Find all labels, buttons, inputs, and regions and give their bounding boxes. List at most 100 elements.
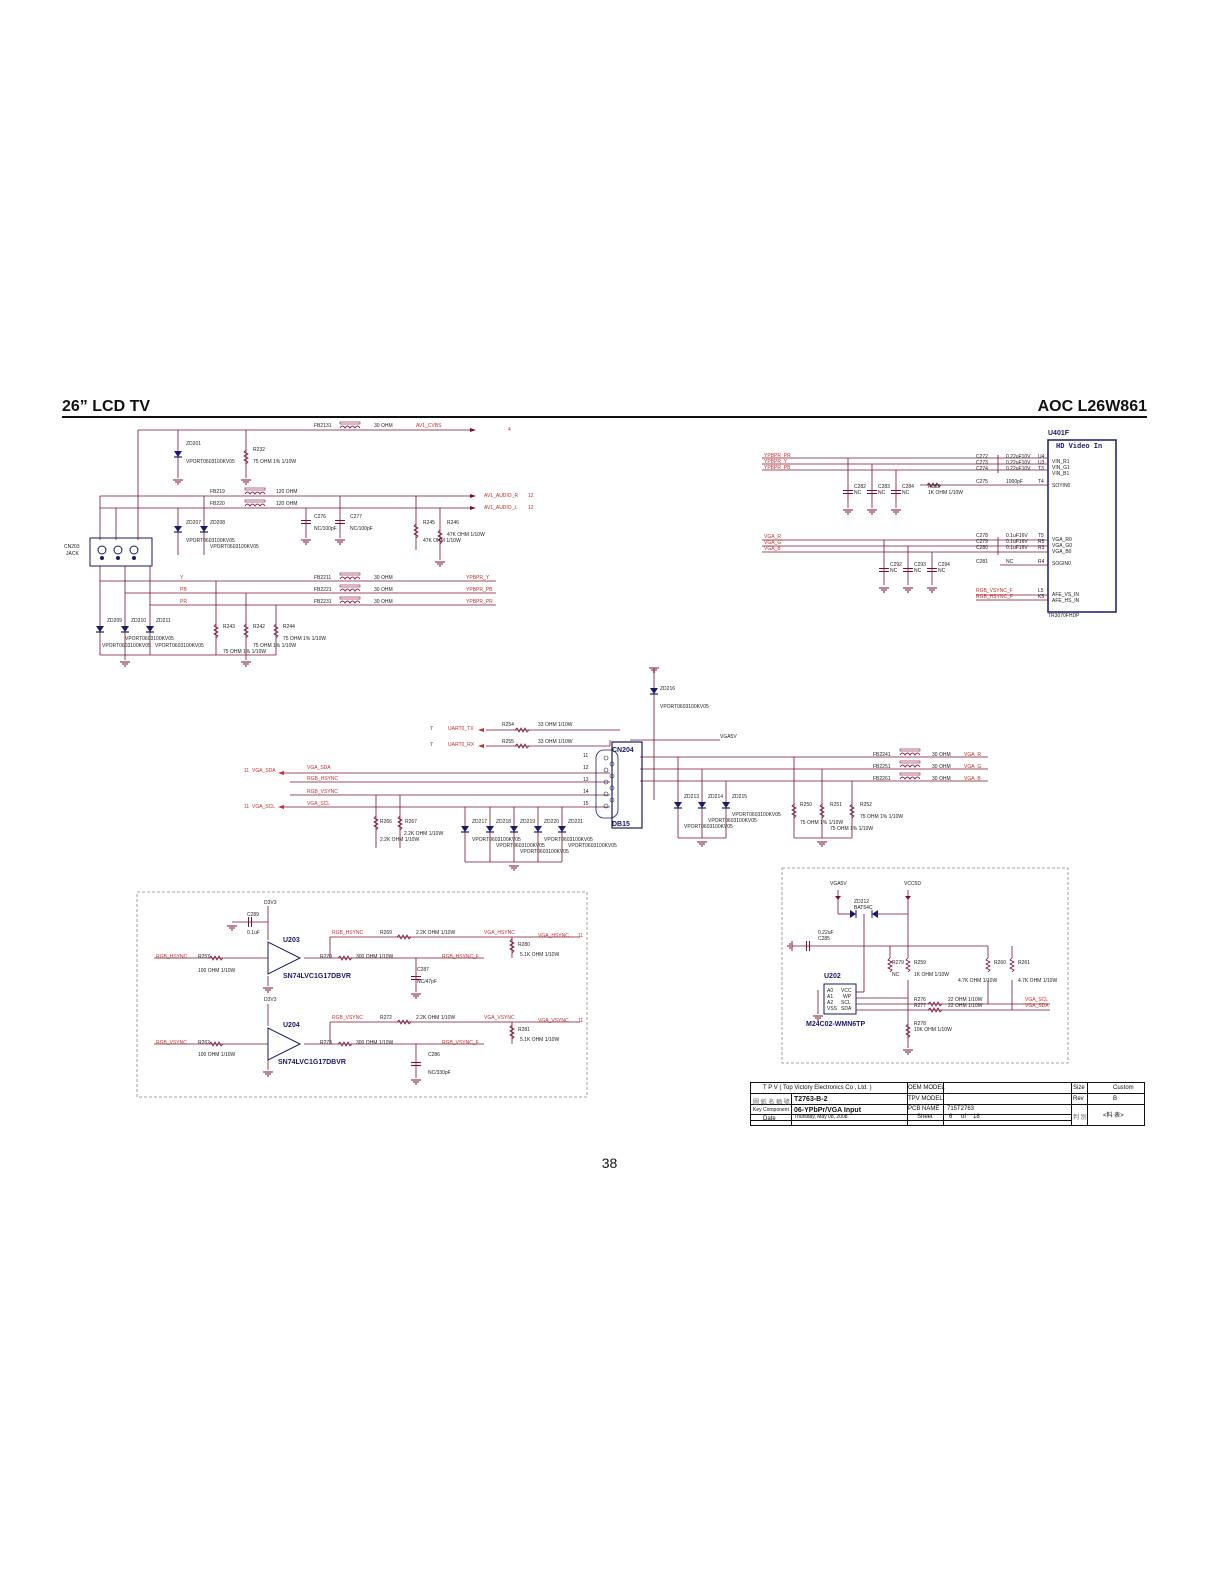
label-sync-rgb-hsync: RGB_HSYNC: [156, 954, 188, 960]
label-c283: C283: [878, 484, 890, 490]
label-vin-g1: VIN_G1: [1052, 465, 1070, 471]
label-pin-13: 13: [583, 777, 589, 783]
label-r279-val: NC: [892, 972, 900, 978]
label-pin-scl: SCL: [841, 1000, 851, 1006]
label-vga-hsync-page: 11: [578, 933, 583, 939]
label-zd212: ZD212: [854, 899, 869, 905]
label-r278: R278: [914, 1021, 926, 1027]
label-zd215-part: VPORT0603100KV05: [732, 812, 781, 818]
fb219-ferrite: [244, 487, 266, 495]
label-u401f: U401F: [1048, 430, 1070, 437]
label-u401f-title: HD Video In: [1056, 443, 1102, 451]
label-u401f-vga-r: VGA_R: [764, 534, 781, 540]
label-out-vga-b: VGA_B: [964, 776, 981, 782]
label-r252: R252: [860, 802, 872, 808]
zd207-diode: [173, 525, 183, 533]
label-u401f-ypbpr-pb: YPBPR_PB: [764, 465, 791, 471]
tb-tpv-model-label: TPV MODEL: [908, 1096, 943, 1102]
zd210-diode: [120, 625, 130, 633]
label-c284: C284: [902, 484, 914, 490]
label-d3v3-top: D3V3: [264, 900, 277, 906]
label-vga-g0: VGA_G0: [1052, 543, 1072, 549]
label-vga-sda-text: VGA_SDA: [252, 768, 276, 774]
label-r270-val: 300 OHM 1/10W: [356, 954, 394, 960]
tb-key-component: 06-YPbPr/VGA Input: [794, 1107, 862, 1114]
label-sync-rgb-vsync: RGB_VSYNC: [156, 1040, 187, 1046]
label-zd215: ZD215: [732, 794, 747, 800]
label-r254-val: 33 OHM 1/10W: [538, 722, 573, 728]
label-c278-val: 0.1uF16V: [1006, 533, 1028, 539]
label-r267: R267: [405, 819, 417, 825]
label-eeprom-vga-scl: VGA_SCL: [1025, 997, 1048, 1003]
label-d3v3-bottom: D3V3: [264, 997, 277, 1003]
label-av1-audio-l: AV1_AUDIO_L: [484, 505, 517, 511]
label-r250: R250: [800, 802, 812, 808]
label-y: Y: [180, 575, 184, 581]
label-r281: R281: [518, 1027, 530, 1033]
zd221-diode: [557, 825, 567, 833]
sync-buffer-box: [136, 891, 588, 1098]
label-pin-r5: R5: [1038, 539, 1045, 545]
label-c279-val: 0.1uF16V: [1006, 539, 1028, 545]
tb-size-label: Size: [1073, 1085, 1085, 1091]
label-zd221: ZD221: [568, 819, 583, 825]
label-vga-vsync-port: VGA_VSYNC: [538, 1018, 569, 1024]
label-r242: R242: [253, 624, 265, 630]
label-u401f-part: TR3070FHDP: [1048, 613, 1080, 619]
label-uart-tx-page: 7: [430, 726, 433, 732]
label-r260-val: 4.7K OHM 1/10W: [958, 978, 997, 984]
label-c274-val: 0.22uF10V: [1006, 466, 1031, 472]
zd213-diode: [673, 801, 683, 809]
label-ypbpr-y: YPBPR_Y: [466, 575, 490, 581]
tb-of-label: of: [961, 1114, 967, 1120]
label-r243-val: 75 OHM 1% 1/10W: [223, 649, 266, 655]
label-u401f-rgb-hsync-f: RGB_HSYNC_F: [976, 594, 1013, 600]
label-r267-val: 2.2K OHM 1/10W: [404, 831, 443, 837]
label-cn204: CN204: [612, 747, 634, 754]
fb2231-ferrite: [339, 596, 361, 604]
label-fb2231-val: 30 OHM: [374, 599, 393, 605]
u203-buffer: [267, 941, 302, 975]
label-vin-r1: VIN_R1: [1052, 459, 1070, 465]
label-pin-r4: R4: [1038, 559, 1045, 565]
label-pin-a2: A2: [827, 1000, 833, 1006]
label-pin-u3: U3: [1038, 460, 1045, 466]
label-r281-val: 5.1K OHM 1/10W: [520, 1037, 559, 1043]
label-fb2221: FB2221: [314, 587, 332, 593]
label-fb2211: FB2211: [314, 575, 331, 581]
label-zd214-part: VPORT0603100KV05: [708, 818, 757, 824]
label-r232: R232: [253, 447, 265, 453]
label-vga-scl: VGA_SCL: [307, 801, 330, 807]
zd215-diode: [721, 801, 731, 809]
label-pin-vcc: VCC: [841, 988, 852, 994]
label-c276: C276: [314, 514, 326, 520]
label-c275-val: 1000pF: [1006, 479, 1023, 485]
jack-pin-3: [129, 545, 139, 555]
fb2251-ferrite: [899, 760, 921, 768]
label-fb2241-val: 30 OHM: [932, 752, 951, 758]
u401f-body: [1047, 439, 1117, 613]
label-vga-scl-text: VGA_SCL: [252, 804, 275, 810]
label-r277: R277: [914, 1003, 926, 1009]
label-out-vga-r: VGA_R: [964, 752, 981, 758]
cn203-jack-body: [89, 537, 153, 567]
label-zd208-part: VPORT0603100KV05: [210, 544, 259, 550]
tb-pcb-name-label: PCB NAME: [908, 1106, 940, 1112]
label-pin-11: 11: [583, 753, 588, 759]
label-pin-12: 12: [583, 765, 589, 771]
label-afe-vs-in: AFE_VS_IN: [1052, 592, 1079, 598]
tb-footer-mark: <料 表>: [1103, 1113, 1124, 1119]
u204-buffer: [267, 1027, 302, 1061]
label-uart0-rx: UART0_RX: [448, 742, 475, 748]
label-c286: C286: [428, 1052, 440, 1058]
label-vga-vsync-page: 11: [578, 1018, 583, 1024]
label-c286-val: NC/330pF: [428, 1070, 451, 1076]
label-pin-a1: A1: [827, 994, 833, 1000]
label-u401f-vga-b: VGA_B: [764, 546, 781, 552]
label-c280: C280: [976, 545, 988, 551]
label-afe-hs-in: AFE_HS_IN: [1052, 598, 1080, 604]
label-cn203: CN203: [64, 544, 80, 550]
tb-date: Thursday, May 08, 2008: [794, 1114, 848, 1120]
zd219-diode: [509, 825, 519, 833]
zd216-diode: [649, 687, 659, 695]
